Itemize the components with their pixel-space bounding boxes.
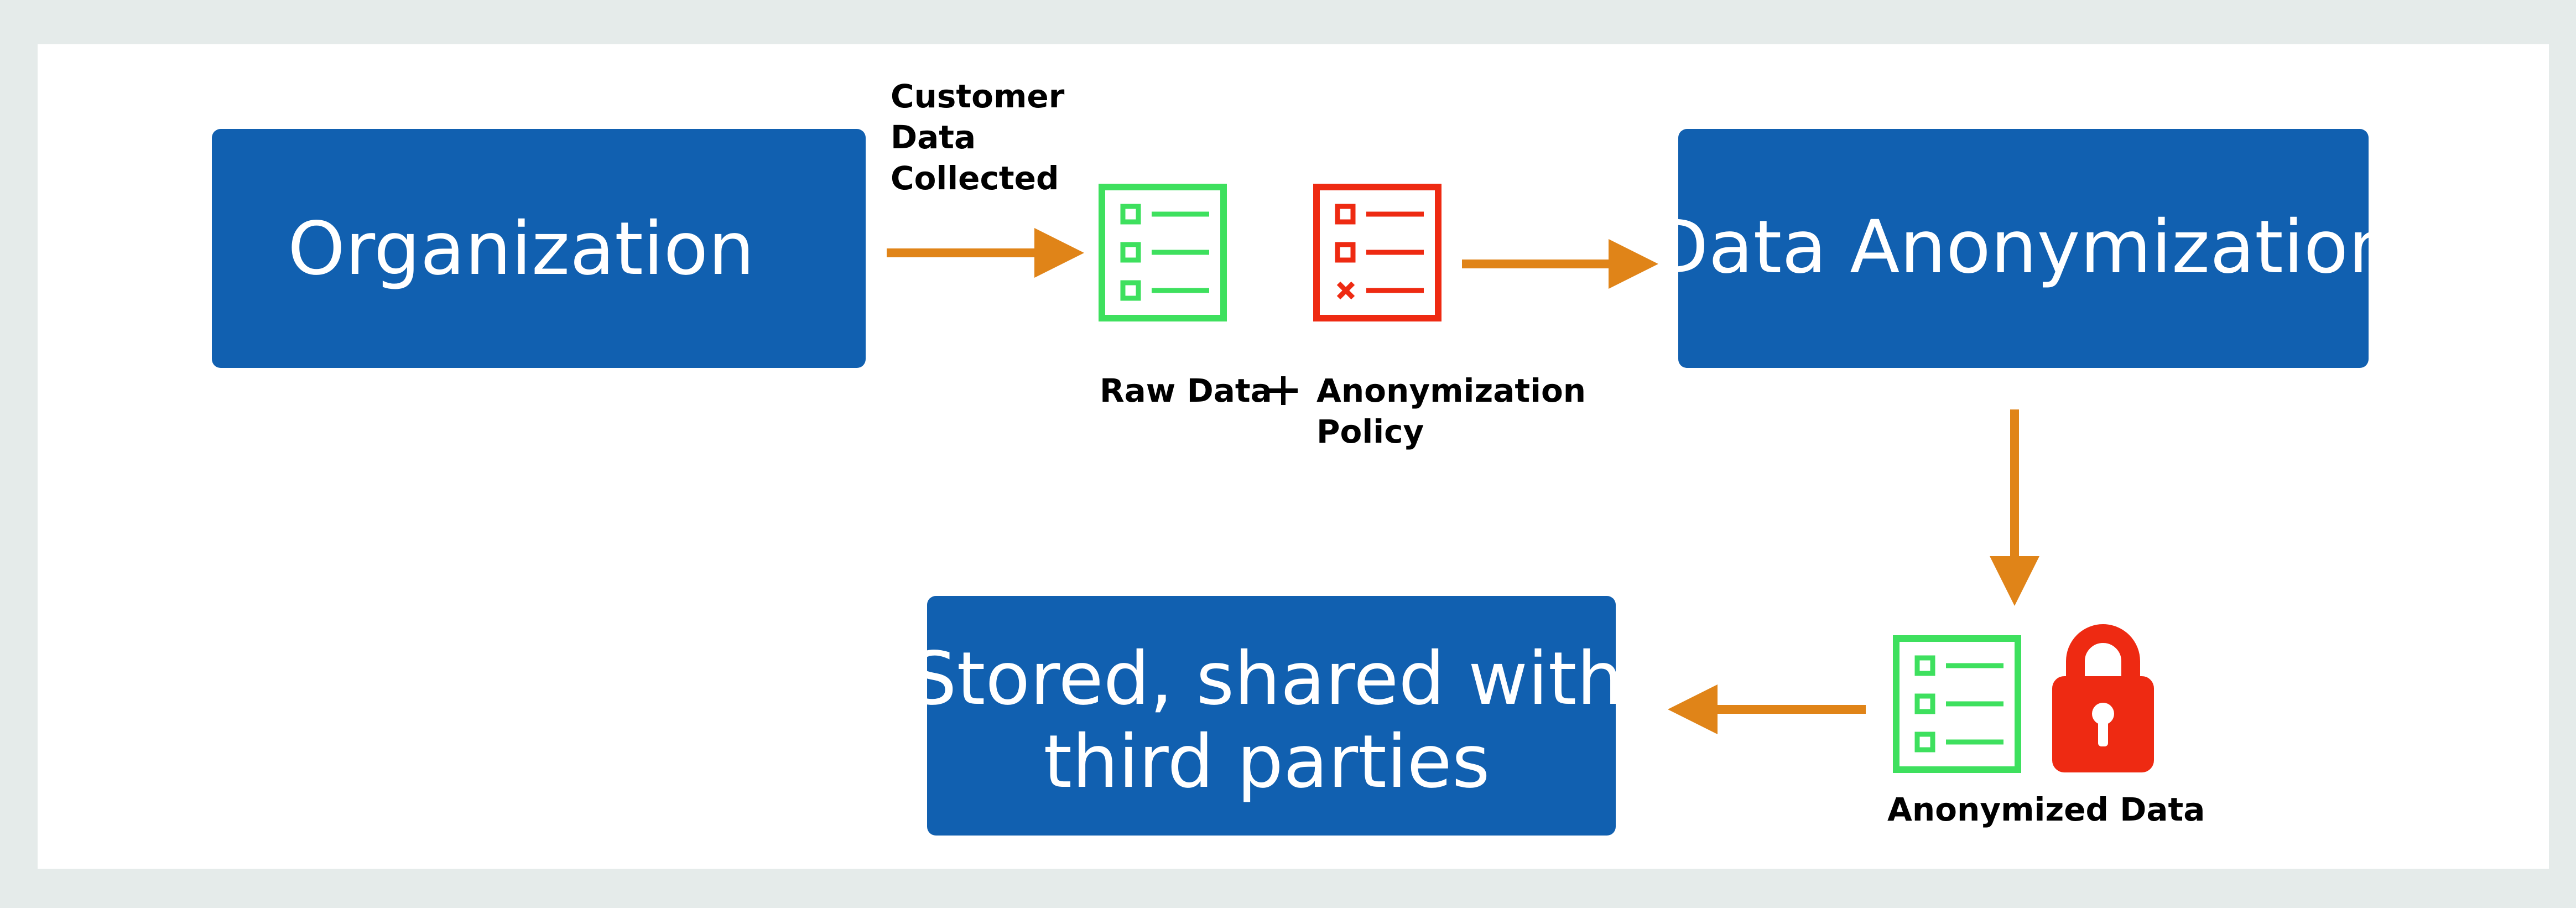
anonymization-policy-label-line2: Policy	[1316, 413, 1424, 450]
customer-data-line1: Customer	[891, 77, 1065, 115]
organization-node: Organization	[212, 129, 866, 368]
anonymization-policy-label-line1: Anonymization	[1316, 372, 1586, 409]
stored-shared-label-line1: Stored, shared with	[910, 636, 1623, 722]
padlock-icon	[2052, 624, 2154, 772]
stored-shared-label-line2: third parties	[1043, 719, 1490, 805]
anonymized-data-label: Anonymized Data	[1887, 791, 2205, 828]
arrow-policy-to-anonymization	[1462, 239, 1658, 289]
data-anonymization-label: Data Anonymization	[1652, 205, 2395, 290]
customer-data-line3: Collected	[891, 159, 1059, 197]
anonymization-policy-document-icon	[1313, 184, 1441, 321]
stored-shared-node: Stored, shared with third parties	[910, 596, 1623, 836]
data-anonymization-box	[1678, 129, 2369, 368]
organization-label: Organization	[288, 206, 754, 292]
stored-shared-box	[927, 596, 1616, 836]
data-anonymization-node: Data Anonymization	[1652, 129, 2395, 368]
arrow-organization-to-raw-data	[887, 228, 1084, 278]
arrow-anonymized-data-to-stored	[1668, 684, 1866, 734]
anonymized-data-document-icon	[1893, 635, 2021, 773]
raw-data-label: Raw Data	[1100, 372, 1272, 409]
plus-icon	[1269, 376, 1298, 405]
customer-data-collected-label: Customer Data Collected	[891, 77, 1065, 197]
arrow-anonymization-to-anonymized-data	[1990, 409, 2039, 606]
customer-data-line2: Data	[891, 118, 976, 156]
organization-box	[212, 129, 866, 368]
raw-data-document-icon	[1099, 184, 1227, 321]
